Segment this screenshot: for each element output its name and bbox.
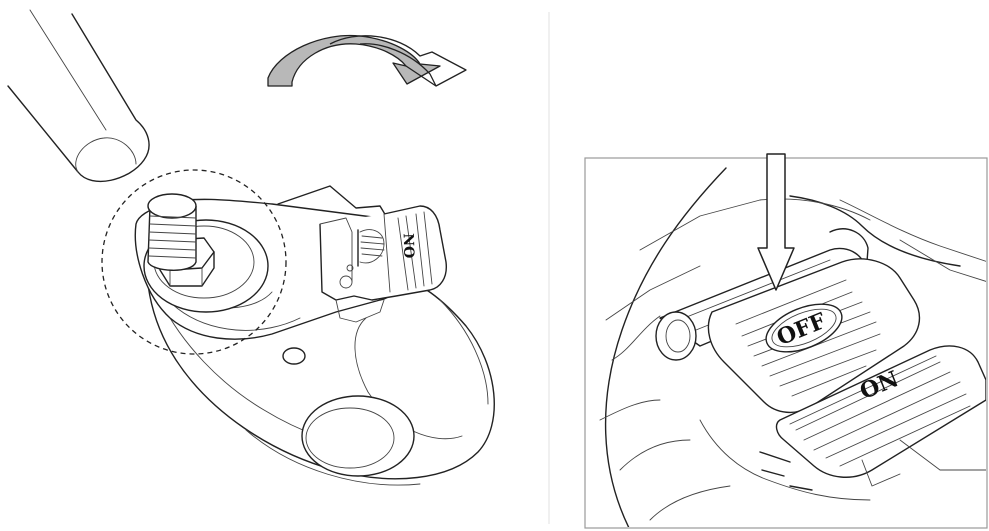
caster-body	[134, 185, 495, 486]
furniture-leg-tube	[7, 9, 150, 183]
brake-spring	[357, 229, 385, 267]
left-panel-caster-install: NO	[7, 9, 495, 486]
brake-pedal-closeup: OFF ON	[599, 167, 986, 527]
rotate-clockwise-arrow-icon	[267, 34, 467, 87]
brake-tab-label: NO	[400, 233, 417, 259]
right-panel-brake-detail: OFF ON	[584, 153, 988, 529]
press-down-arrow-icon	[757, 153, 795, 291]
highlight-dashed-circle	[101, 169, 287, 355]
off-pedal: OFF	[707, 258, 921, 413]
